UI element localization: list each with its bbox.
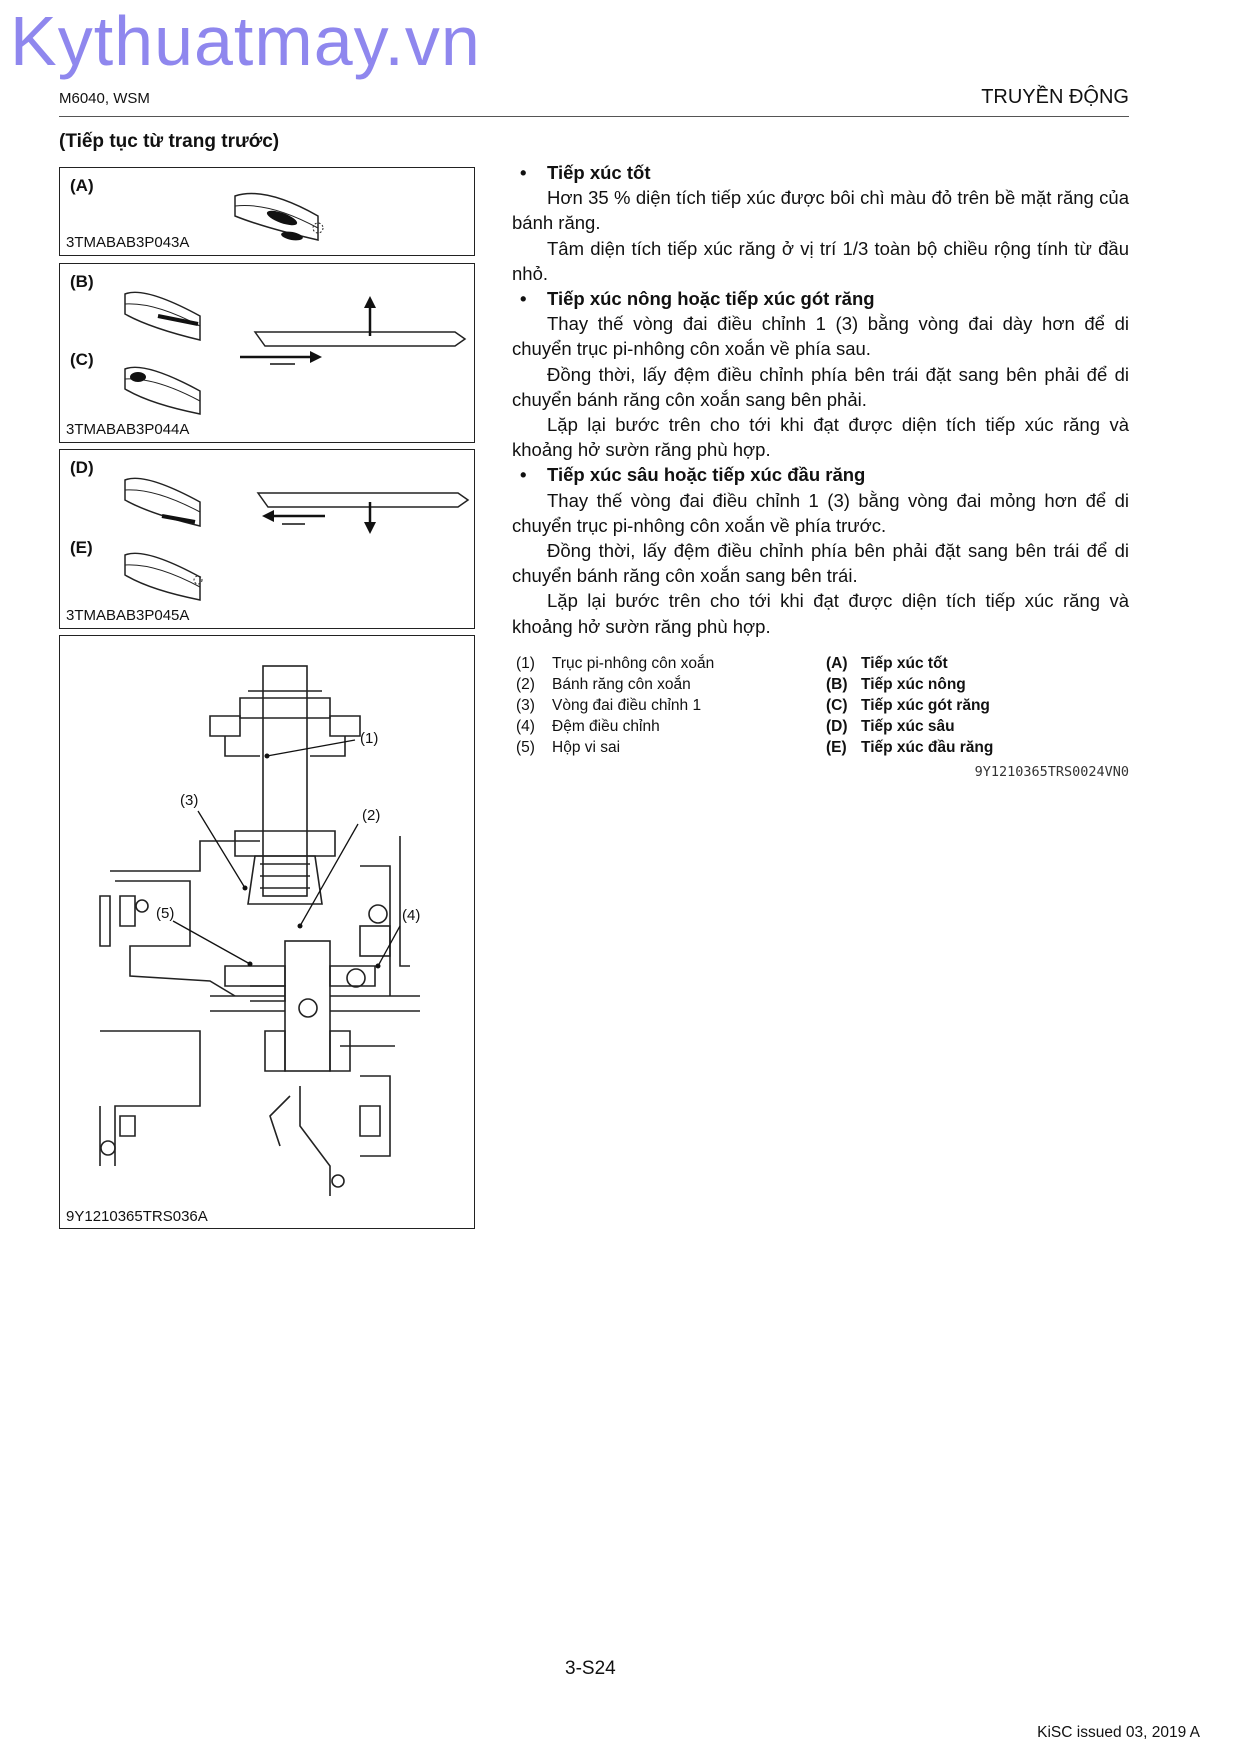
- bullet-heading: •Tiếp xúc nông hoặc tiếp xúc gót răng: [520, 288, 875, 310]
- legend-row: (A)Tiếp xúc tốt: [826, 655, 948, 672]
- header-section: TRUYỀN ĐỘNG: [981, 86, 1129, 108]
- label-c: (C): [70, 350, 94, 369]
- reference-code: 9Y1210365TRS0024VN0: [974, 764, 1129, 780]
- paragraph: Đồng thời, lấy đệm điều chỉnh phía bên t…: [512, 363, 1129, 410]
- callout-3: (3): [180, 792, 199, 809]
- legend-row: (3)Vòng đai điều chỉnh 1: [516, 697, 702, 714]
- legend-row: (4)Đệm điều chỉnh: [516, 718, 660, 735]
- label-a: (A): [70, 176, 94, 195]
- header-model: M6040, WSM: [59, 90, 150, 107]
- parts-legend: (1)Trục pi-nhông côn xoắn (2)Bánh răng c…: [516, 653, 714, 758]
- callout-4: (4): [402, 907, 421, 924]
- gear-contact-drawing-de: [124, 477, 470, 601]
- procedure-text: •Tiếp xúc tốt Hơn 35 % diện tích tiếp xú…: [512, 160, 1129, 639]
- contacts-legend: (A)Tiếp xúc tốt (B)Tiếp xúc nông (C)Tiếp…: [826, 653, 993, 758]
- bullet-heading: •Tiếp xúc tốt: [520, 162, 651, 183]
- figure-code: 3TMABAB3P043A: [66, 234, 190, 251]
- legend-row: (1)Trục pi-nhông côn xoắn: [516, 655, 715, 672]
- paragraph: Thay thế vòng đai điều chỉnh 1 (3) bằng …: [512, 313, 1129, 360]
- legend-row: (2)Bánh răng côn xoắn: [516, 676, 691, 693]
- paragraph: Thay thế vòng đai điều chỉnh 1 (3) bằng …: [512, 489, 1129, 536]
- continued-note: (Tiếp tục từ trang trước): [59, 131, 280, 152]
- bullet-heading: •Tiếp xúc sâu hoặc tiếp xúc đầu răng: [520, 464, 866, 486]
- legend-row: (5)Hộp vi sai: [516, 739, 621, 756]
- differential-section-drawing: [99, 665, 420, 1196]
- paragraph: Đồng thời, lấy đệm điều chỉnh phía bên p…: [512, 540, 1129, 587]
- callout-2: (2): [362, 807, 381, 824]
- watermark-logo: Kythuatmay.vn: [10, 2, 481, 80]
- figure-code: 3TMABAB3P044A: [66, 421, 190, 438]
- callout-1: (1): [360, 730, 379, 747]
- legend-row: (B)Tiếp xúc nông: [826, 676, 966, 693]
- gear-contact-drawing-bc: [124, 291, 467, 415]
- figure-code: 3TMABAB3P045A: [66, 607, 190, 624]
- page-number: 3-S24: [565, 1658, 616, 1679]
- legend-row: (E)Tiếp xúc đầu răng: [826, 739, 994, 756]
- figure-code: 9Y1210365TRS036A: [66, 1208, 208, 1225]
- paragraph: Lặp lại bước trên cho tới khi đạt được d…: [512, 590, 1129, 637]
- gear-contact-drawing-a: [234, 192, 324, 241]
- header-rule: [59, 116, 1129, 117]
- paragraph: Tâm diện tích tiếp xúc răng ở vị trí 1/3…: [512, 237, 1129, 284]
- paragraph: Hơn 35 % diện tích tiếp xúc được bôi chì…: [512, 187, 1129, 234]
- callout-5: (5): [156, 905, 175, 922]
- issue-note: KiSC issued 03, 2019 A: [1037, 1724, 1200, 1741]
- label-b: (B): [70, 272, 94, 291]
- figure-panel-bc: (B) (C) 3TMABAB3P044A: [59, 263, 475, 443]
- label-e: (E): [70, 538, 93, 557]
- figure-panel-de: (D) (E) 3TMABAB3P045A: [59, 449, 475, 629]
- figure-panel-a: (A) 3TMABAB3P043A: [59, 167, 475, 256]
- legend-row: (D)Tiếp xúc sâu: [826, 718, 955, 735]
- paragraph: Lặp lại bước trên cho tới khi đạt được d…: [512, 414, 1129, 461]
- legend-row: (C)Tiếp xúc gót răng: [826, 697, 990, 714]
- figure-panel-differential: (1) (2) (3) (4) (5) 9Y1210365TRS036A: [59, 635, 475, 1229]
- label-d: (D): [70, 458, 94, 477]
